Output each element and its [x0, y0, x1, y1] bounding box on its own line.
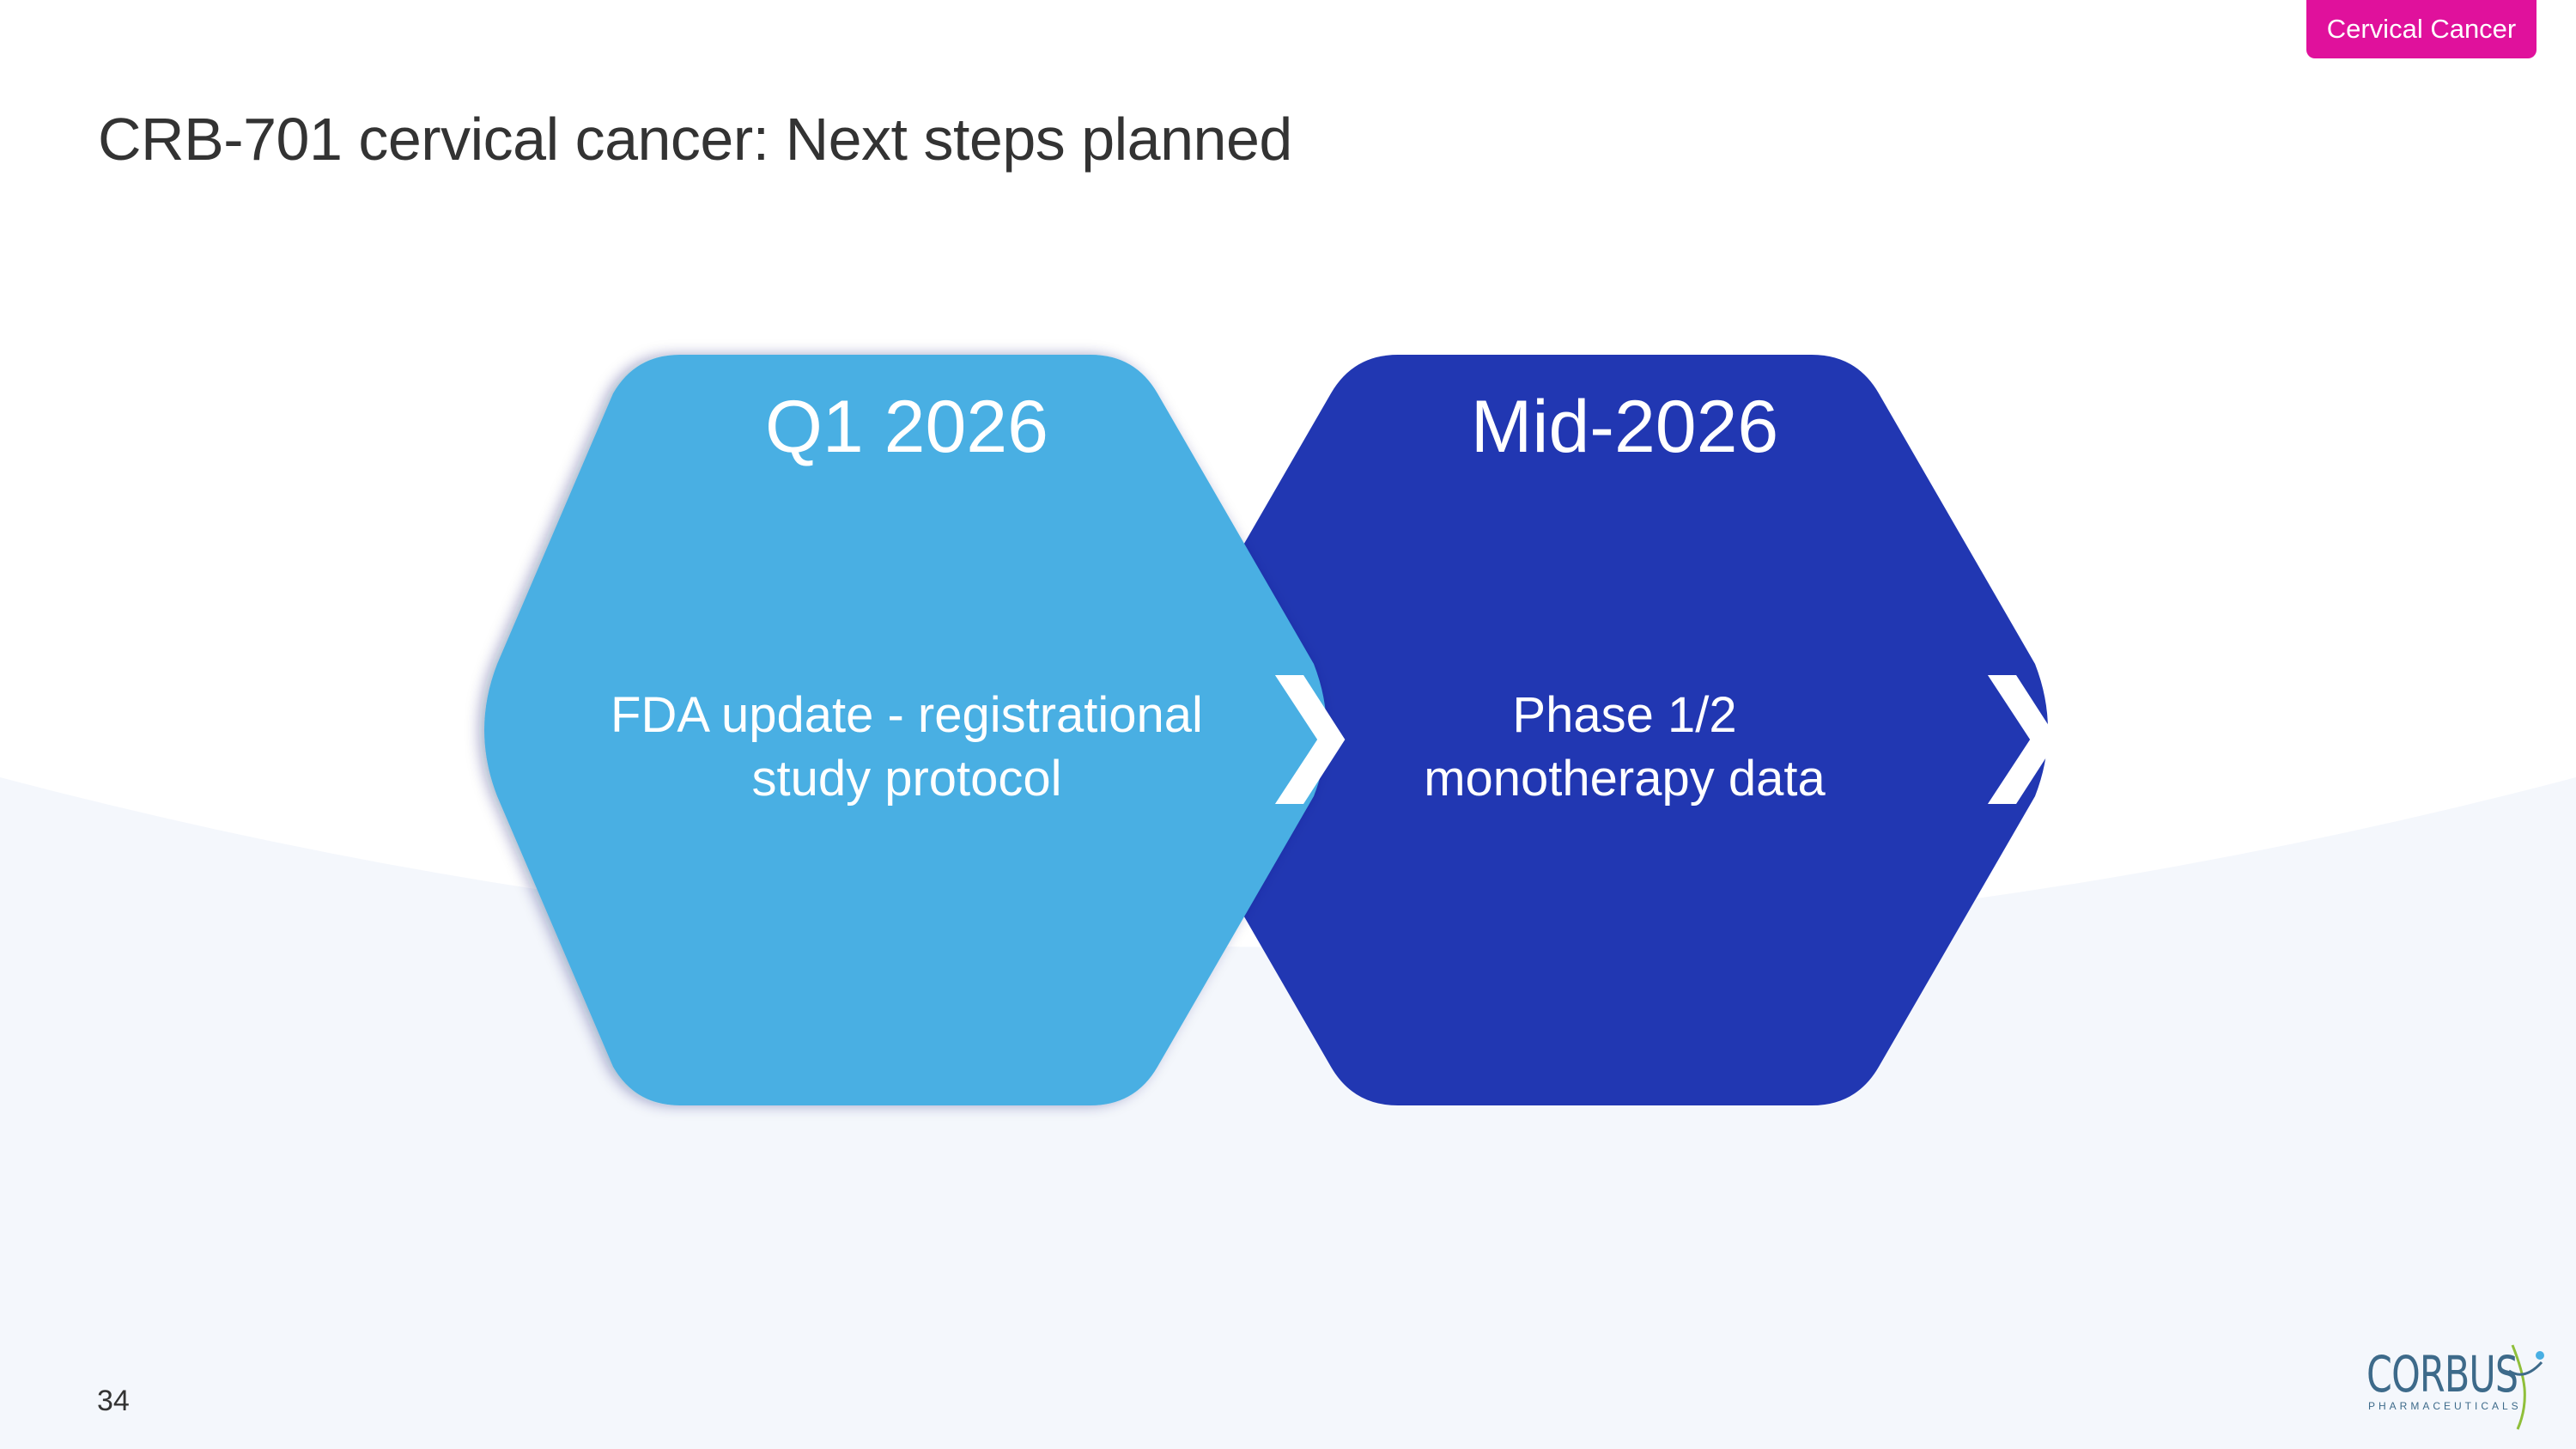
- milestone-description-1-line-1: FDA update - registrational: [611, 687, 1203, 743]
- milestone-description-2: Phase 1/2 monotherapy data: [1367, 684, 1882, 811]
- slide-title: CRB-701 cervical cancer: Next steps plan…: [98, 106, 1292, 173]
- logo-subtitle: PHARMACEUTICALS: [2368, 1400, 2522, 1412]
- milestone-period-2: Mid-2026: [1470, 386, 1779, 468]
- logo-figure-icon: [2508, 1344, 2544, 1430]
- milestone-hexagon-2: [1162, 355, 2048, 1105]
- logo-wordmark: CORBUS: [2366, 1345, 2518, 1403]
- milestone-description-2-line-1: Phase 1/2: [1512, 687, 1737, 743]
- chevron-right-icon: ❯: [1255, 654, 1364, 804]
- section-tag: Cervical Cancer: [2306, 0, 2537, 58]
- milestone-hexagon-1: [484, 355, 1327, 1105]
- corbus-logo: CORBUS PHARMACEUTICALS: [2361, 1333, 2550, 1436]
- chevron-right-icon: ❯: [1968, 654, 2076, 804]
- milestone-description-1-line-2: study protocol: [751, 751, 1062, 807]
- milestone-description-2-line-2: monotherapy data: [1424, 751, 1826, 807]
- page-number: 34: [97, 1385, 130, 1417]
- milestone-description-1: FDA update - registrational study protoc…: [563, 684, 1250, 811]
- milestone-period-1: Q1 2026: [765, 386, 1048, 468]
